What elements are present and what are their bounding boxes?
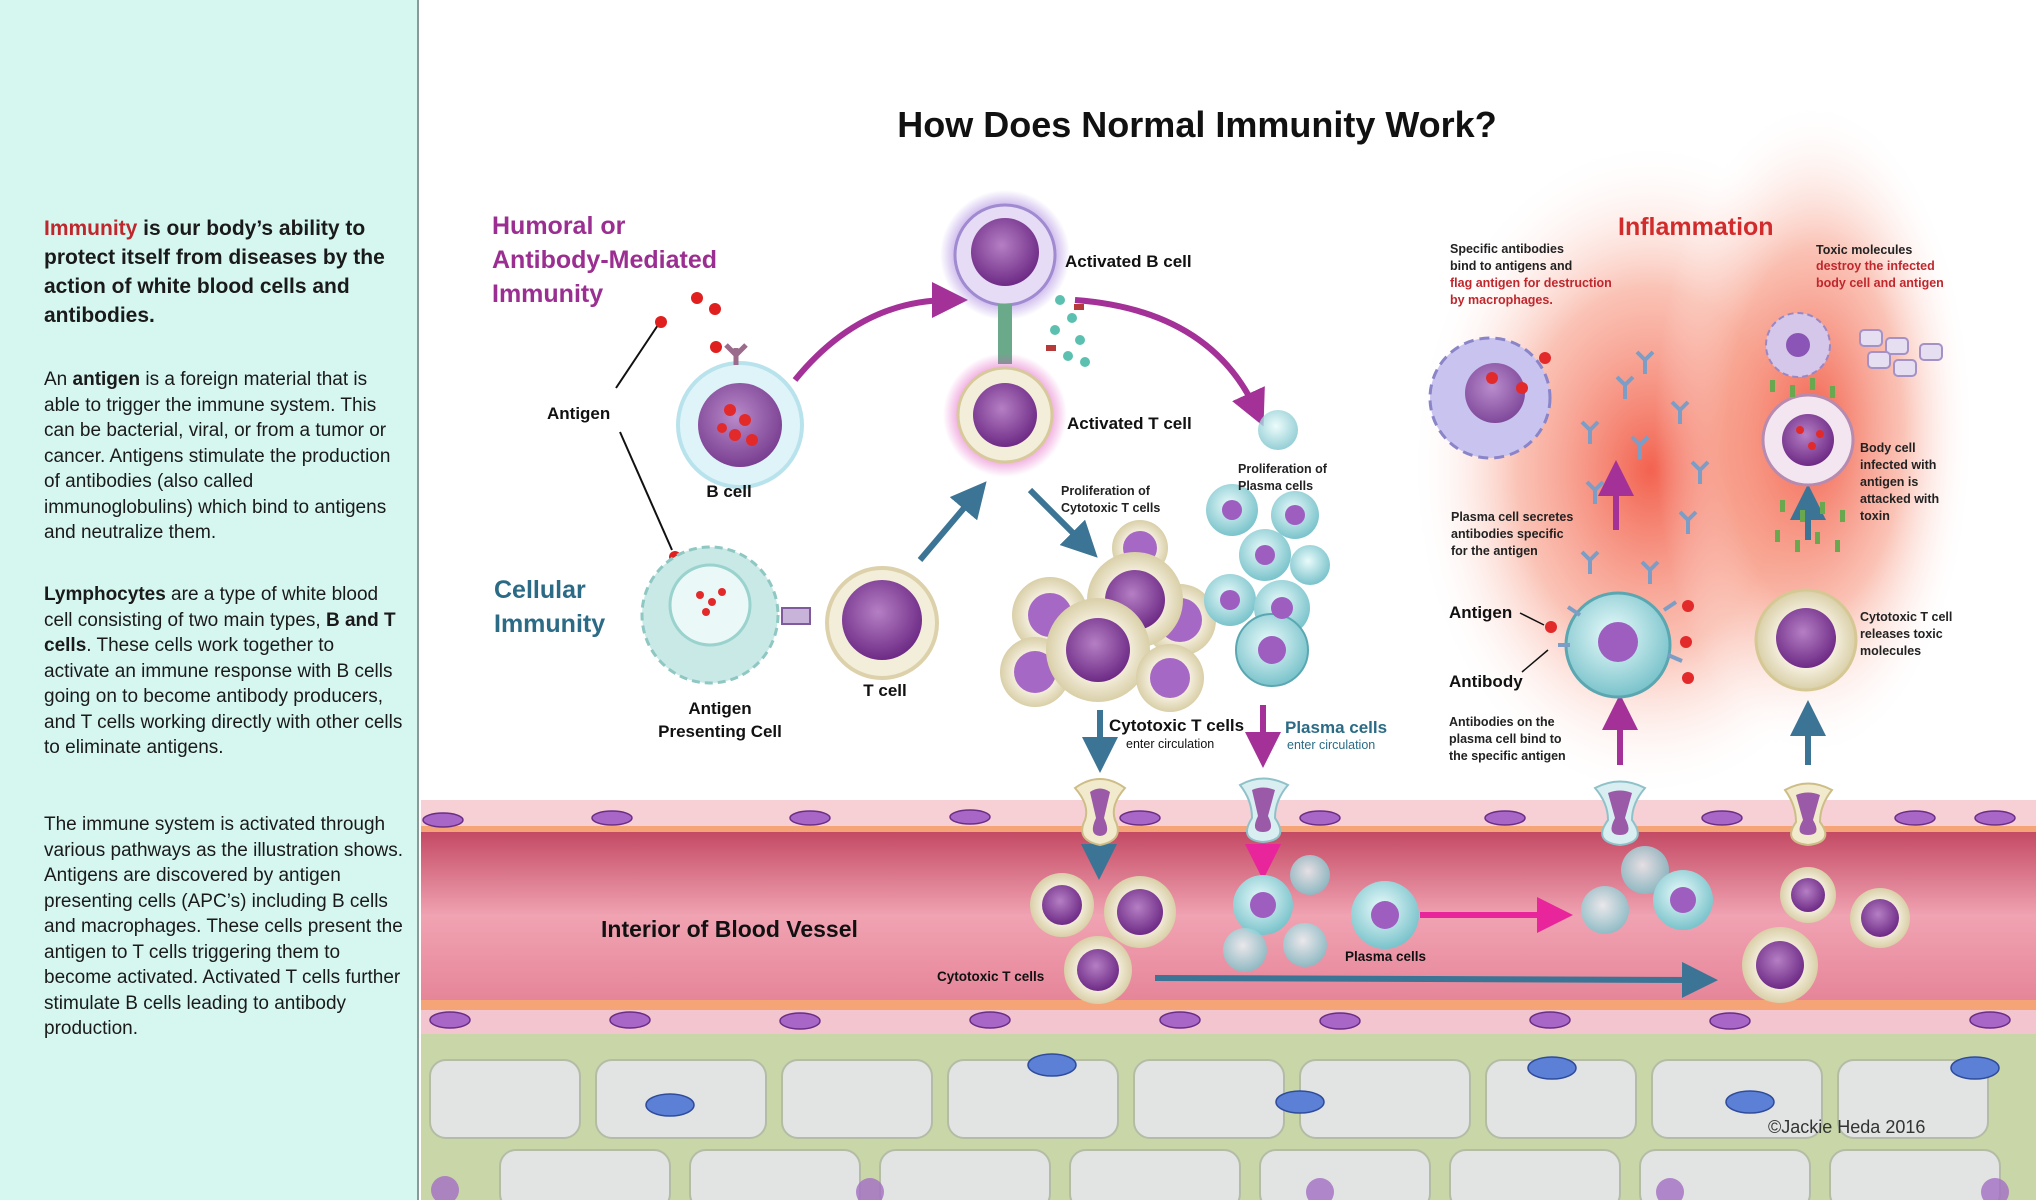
t-cell-label: T cell bbox=[863, 681, 906, 700]
t-cell bbox=[825, 566, 939, 680]
cytotoxic-enter-circulation: enter circulation bbox=[1126, 737, 1214, 751]
prolif-plasma-2: Plasma cells bbox=[1238, 479, 1313, 493]
arrow-activated-b-to-plasma bbox=[1074, 297, 1265, 427]
copyright: ©Jackie Heda 2016 bbox=[1768, 1117, 1925, 1137]
antigen-paragraph-text: is a foreign material that is able to tr… bbox=[44, 369, 391, 543]
arrow-tcell-to-activated-t bbox=[917, 481, 987, 562]
cytotoxic-enter-label: Cytotoxic T cells bbox=[1109, 716, 1244, 735]
apc-label-1: Antigen bbox=[688, 699, 751, 718]
plasma-enter-label: Plasma cells bbox=[1285, 718, 1387, 737]
plasma-enter-circulation: enter circulation bbox=[1287, 738, 1375, 752]
cellular-label-2: Immunity bbox=[494, 610, 605, 638]
plasma-cell-cluster bbox=[1204, 410, 1330, 687]
antigen-connector-lines bbox=[615, 324, 673, 551]
lymphocytes-term: Lymphocytes bbox=[44, 584, 166, 605]
prolif-cytotoxic-2: Cytotoxic T cells bbox=[1061, 501, 1160, 515]
lymphocytes-paragraph-text: . These cells work together to activate … bbox=[44, 635, 403, 758]
toxic-molecules bbox=[1770, 378, 1845, 552]
body-cell-3: antigen is bbox=[1860, 475, 1918, 489]
interior-vessel-label: Interior of Blood Vessel bbox=[601, 916, 858, 942]
body-cell-1: Body cell bbox=[1860, 441, 1916, 455]
diagram-title: How Does Normal Immunity Work? bbox=[897, 104, 1496, 145]
antigen-paragraph-pre: An bbox=[44, 369, 73, 390]
immunity-diagram: How Does Normal Immunity Work? Humoral o… bbox=[421, 0, 2036, 1200]
cytotoxic-releases-3: molecules bbox=[1860, 644, 1921, 658]
lymphocytes-paragraph: Lymphocytes are a type of white blood ce… bbox=[44, 582, 404, 761]
antibodies-bind-3: the specific antigen bbox=[1449, 749, 1566, 763]
pathway-arrows bbox=[792, 282, 1826, 998]
plasma-secretes-2: antibodies specific bbox=[1451, 527, 1564, 541]
lymphocytes-paragraph-mid: are a type of white blood cell consistin… bbox=[44, 584, 379, 631]
transmigrating-cells bbox=[1073, 777, 1834, 847]
cytotoxic-t-cell-right bbox=[1754, 588, 1858, 692]
humoral-label-3: Immunity bbox=[492, 280, 603, 308]
antibodies-cluster bbox=[1580, 350, 1710, 584]
cytotoxic-releases-1: Cytotoxic T cell bbox=[1860, 610, 1952, 624]
right-antibody-label: Antibody bbox=[1449, 672, 1523, 691]
immunity-definition-text: is our body’s ability to protect itself … bbox=[44, 217, 385, 327]
humoral-label-2: Antibody-Mediated bbox=[492, 246, 717, 274]
body-cell-4: attacked with bbox=[1860, 492, 1939, 506]
right-antigen-label: Antigen bbox=[1449, 603, 1512, 622]
specific-antibodies-1: Specific antibodies bbox=[1450, 242, 1564, 256]
vessel-cytotoxic-cells bbox=[1030, 867, 1910, 1004]
antibodies-bind-1: Antibodies on the bbox=[1449, 715, 1555, 729]
infected-body-cell bbox=[1761, 312, 1943, 487]
diagram-canvas: How Does Normal Immunity Work? Humoral o… bbox=[421, 100, 2036, 1200]
toxic-molecules-3: body cell and antigen bbox=[1816, 276, 1944, 290]
activation-paragraph: The immune system is activated through v… bbox=[44, 814, 404, 1039]
body-cell-2: infected with bbox=[1860, 458, 1936, 472]
immunity-term: Immunity bbox=[44, 217, 138, 240]
info-sidebar: Immunity is our body’s ability to protec… bbox=[0, 0, 419, 1200]
arrow-activated-t-to-cytotoxic bbox=[1027, 487, 1098, 558]
b-and-t-cells-term: B and T cells bbox=[44, 609, 396, 657]
b-cell-label: B cell bbox=[706, 482, 751, 501]
immunity-definition: Immunity is our body’s ability to protec… bbox=[44, 214, 404, 330]
activated-t-cell bbox=[943, 353, 1067, 477]
humoral-label-1: Humoral or bbox=[492, 212, 626, 240]
cytotoxic-releases-2: releases toxic bbox=[1860, 627, 1943, 641]
prolif-cytotoxic-1: Proliferation of bbox=[1061, 484, 1151, 498]
specific-antibodies-4: by macrophages. bbox=[1450, 293, 1553, 307]
cellular-label-1: Cellular bbox=[494, 576, 586, 604]
toxic-molecules-1: Toxic molecules bbox=[1816, 243, 1912, 257]
specific-antibodies-3: flag antigen for destruction bbox=[1450, 276, 1612, 290]
plasma-cell-antibody bbox=[1545, 591, 1694, 699]
antigen-term: antigen bbox=[72, 369, 141, 390]
cytokine-particles bbox=[1046, 295, 1090, 367]
vessel-cytotoxic-label: Cytotoxic T cells bbox=[937, 969, 1044, 984]
vessel-plasma-label: Plasma cells bbox=[1345, 949, 1426, 964]
antigen-presenting-cell bbox=[640, 545, 811, 685]
toxic-molecules-2: destroy the infected bbox=[1816, 259, 1935, 273]
b-cell bbox=[676, 343, 804, 489]
cytotoxic-t-cell-cluster bbox=[1000, 520, 1216, 712]
vessel-plasma-cells bbox=[1223, 846, 1713, 972]
plasma-secretes-1: Plasma cell secretes bbox=[1451, 510, 1573, 524]
antibodies-bind-2: plasma cell bind to bbox=[1449, 732, 1562, 746]
arrow-cytotoxic-travel bbox=[1154, 961, 1718, 998]
activated-b-cell bbox=[940, 190, 1070, 364]
inflammation-label: Inflammation bbox=[1618, 213, 1774, 241]
plasma-secretes-3: for the antigen bbox=[1451, 544, 1538, 558]
prolif-plasma-1: Proliferation of bbox=[1238, 462, 1328, 476]
antigen-label: Antigen bbox=[547, 404, 610, 423]
right-label-pointers bbox=[1519, 612, 1549, 673]
activated-t-label: Activated T cell bbox=[1067, 414, 1192, 433]
body-cell-5: toxin bbox=[1860, 509, 1890, 523]
antigen-paragraph: An antigen is a foreign material that is… bbox=[44, 367, 404, 546]
specific-antibodies-2: bind to antigens and bbox=[1450, 259, 1572, 273]
arrow-bcell-to-activated-b bbox=[792, 282, 968, 382]
apc-label-2: Presenting Cell bbox=[658, 722, 782, 741]
macrophage bbox=[1428, 336, 1552, 460]
activated-b-label: Activated B cell bbox=[1065, 252, 1192, 271]
